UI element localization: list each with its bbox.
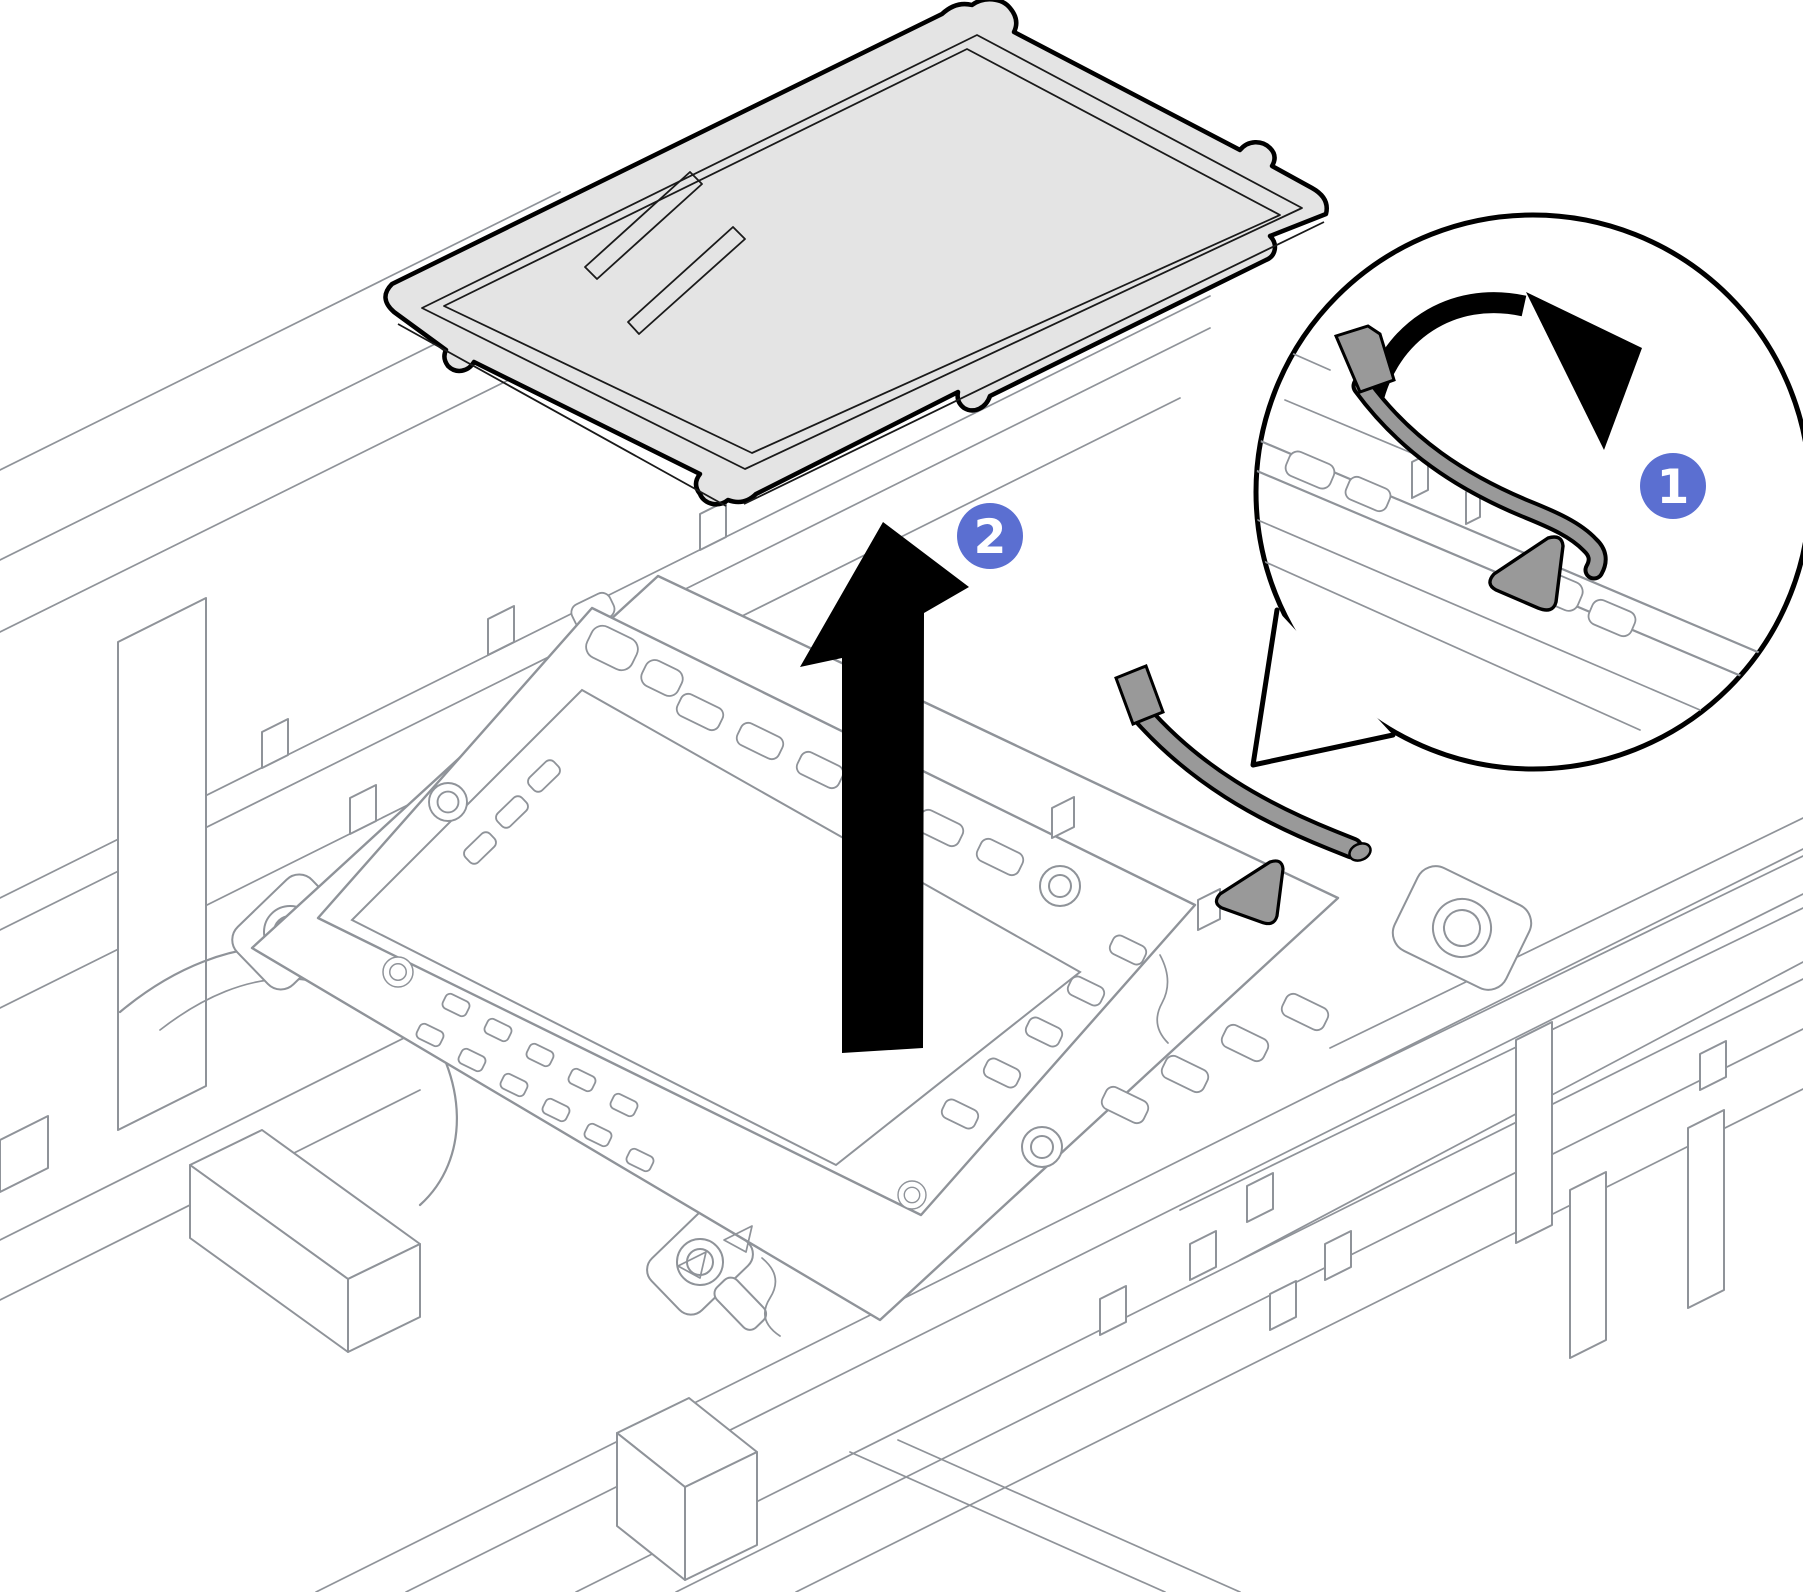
dimm-slot-line (1179, 907, 1803, 1211)
step-1-badge-circle (1640, 453, 1706, 519)
dimm-module-edge (1515, 1021, 1553, 1244)
screw-boss (897, 1180, 927, 1210)
clip-tab (1051, 796, 1075, 839)
dimm-latch-tab (1324, 1230, 1352, 1281)
clip-wire (1156, 954, 1169, 1044)
dimm-latch-tab (1099, 1285, 1127, 1336)
clip-wire (761, 1257, 781, 1337)
step-2-badge-label: 2 (974, 510, 1007, 565)
handle-strap[interactable] (1132, 704, 1360, 856)
dimm-module-edge (1687, 1109, 1725, 1309)
dimm-latch-tab (1246, 1172, 1274, 1223)
screw-boss (382, 956, 414, 988)
step-2-badge: 2 (957, 503, 1023, 569)
step-1-badge: 1 (1640, 453, 1706, 519)
alignment-triangle (723, 1225, 753, 1253)
lift-up-arrow-icon (800, 522, 969, 1053)
tray-inner-rim (421, 34, 1303, 470)
carrier-handle[interactable] (1114, 664, 1373, 926)
clip-tab (1197, 888, 1221, 931)
dimm-latch-tab (1189, 1230, 1217, 1281)
dimm-slot-line (575, 978, 1803, 1592)
dimm-slot-line (1341, 855, 1803, 1081)
handle-top-tab[interactable] (1114, 664, 1165, 726)
handle-thumb-tab[interactable] (1214, 859, 1285, 926)
board-wall-slab (117, 597, 207, 1131)
zoomed-handle-strap[interactable] (1355, 379, 1604, 577)
dimm-slot-line (315, 848, 1803, 1592)
dimm-latch-tab (349, 784, 377, 835)
dimm-slot-line (849, 1451, 1166, 1592)
dimm-latch-tab (699, 500, 727, 551)
dimm-slot-line (699, 397, 1181, 638)
alignment-triangle (677, 1251, 707, 1279)
dimm-slot-line (897, 1439, 1241, 1592)
connector-box (189, 1129, 421, 1353)
dimm-slot-line (0, 191, 561, 471)
dimm-latch-tab (1269, 1280, 1297, 1331)
tray-grip-slot (584, 171, 703, 280)
dimm-latch-tab (487, 605, 515, 656)
screw-boss (428, 782, 468, 822)
socket-ear-east (1391, 865, 1533, 991)
connector-box (616, 1397, 758, 1581)
corner-clip (585, 624, 639, 672)
step-1-badge-label: 1 (1657, 460, 1690, 515)
zoomed-carrier-handle[interactable] (1333, 324, 1608, 612)
zoomed-handle-thumb-tab[interactable] (1488, 535, 1565, 612)
dimm-latch-tab (1699, 1040, 1727, 1091)
detail-callout: 1 (1250, 212, 1803, 772)
dimm-module-edge (1569, 1171, 1607, 1359)
screw-boss (1021, 1126, 1063, 1168)
tray-top-cover[interactable] (383, 0, 1329, 507)
processor-carrier-tray (383, 0, 1329, 507)
dimm-slot-line (795, 1088, 1803, 1592)
handle-hinge (1348, 842, 1372, 862)
callout-tail-fill (1253, 610, 1393, 765)
dimm-slot-line (675, 1028, 1803, 1592)
screw-boss (1039, 865, 1081, 907)
callout-content: 1 (1256, 292, 1803, 731)
tray-inner-floor (443, 48, 1281, 454)
system-board-background (0, 127, 1803, 1592)
zoomed-handle-top-tab[interactable] (1333, 324, 1396, 394)
tray-thickness-edge (397, 221, 1325, 507)
callout-tail (1250, 607, 1396, 768)
step-2-badge-circle (957, 503, 1023, 569)
board-pad (0, 1115, 49, 1193)
dimm-slot-line (1329, 817, 1803, 1049)
dimm-latch-tab (261, 718, 289, 769)
corner-clip (640, 659, 684, 697)
tray-grip-slot (627, 226, 746, 335)
